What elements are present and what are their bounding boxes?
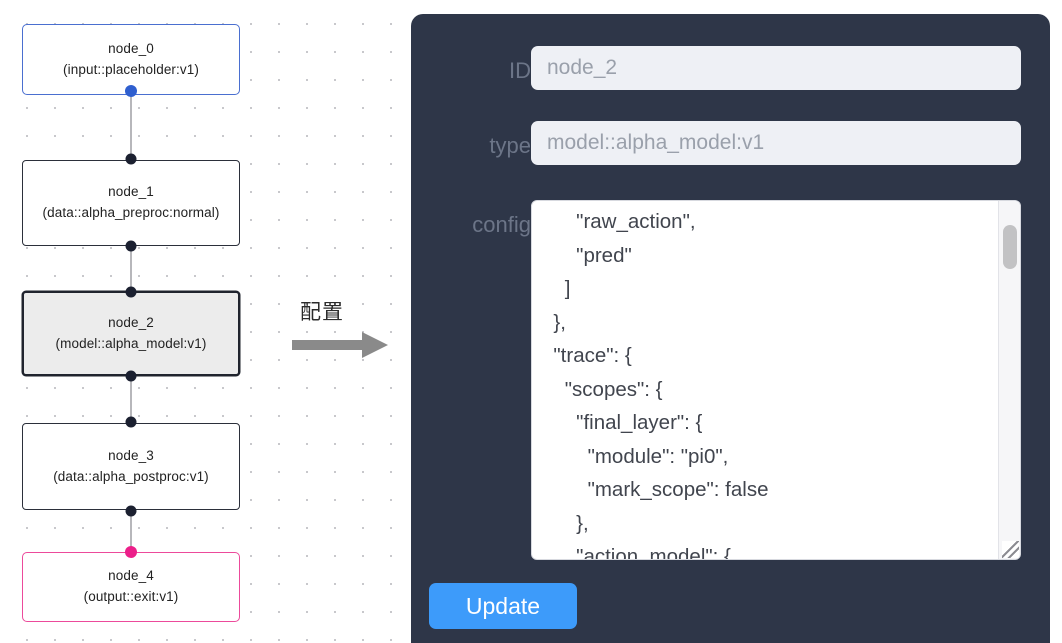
config-textarea-content[interactable]: "raw_action", "pred" ] }, "trace": { "sc… — [553, 210, 769, 559]
graph-node-label: node_4 (output::exit:v1) — [83, 568, 179, 604]
node1-source-handle[interactable] — [125, 240, 137, 252]
field-row-type: type — [429, 121, 1021, 165]
edge-node3-node4 — [130, 510, 132, 552]
graph-node-label: node_3 (data::alpha_postproc:v1) — [53, 447, 209, 484]
graph-node-node_2[interactable]: node_2 (model::alpha_model:v1) — [22, 291, 240, 376]
arrow-caption-label: 配置 — [300, 300, 344, 324]
resize-grip-icon[interactable] — [1002, 541, 1019, 558]
graph-node-node_4[interactable]: node_4 (output::exit:v1) — [22, 552, 240, 622]
edge-node1-node2 — [130, 245, 132, 295]
graph-node-label: node_1 (data::alpha_preproc:normal) — [42, 184, 220, 220]
node3-target-handle[interactable] — [125, 416, 137, 428]
id-field-label: ID — [509, 58, 531, 83]
update-button[interactable]: Update — [429, 583, 577, 629]
config-scrollbar-thumb[interactable] — [1003, 225, 1017, 269]
graph-node-label: node_2 (model::alpha_model:v1) — [55, 314, 207, 351]
edge-node0-node1 — [130, 90, 132, 160]
id-input[interactable] — [531, 46, 1021, 90]
config-arrow-annotation: 配置 — [292, 296, 402, 368]
config-scrollbar[interactable] — [998, 201, 1020, 559]
graph-node-label: node_0 (input::placeholder:v1) — [63, 40, 199, 77]
arrow-right-icon — [292, 332, 388, 358]
edge-node2-node3 — [130, 375, 132, 423]
field-row-config: config "raw_action", "pred" ] }, "trace"… — [429, 200, 1021, 560]
node1-target-handle[interactable] — [125, 153, 137, 165]
node-config-panel: ID type config "raw_action", "pred" ] },… — [411, 14, 1050, 643]
config-field-label: config — [472, 212, 531, 237]
field-row-id: ID — [429, 46, 1021, 90]
graph-node-node_1[interactable]: node_1 (data::alpha_preproc:normal) — [22, 160, 240, 246]
node4-target-handle[interactable] — [125, 546, 137, 558]
graph-node-node_3[interactable]: node_3 (data::alpha_postproc:v1) — [22, 423, 240, 510]
type-input[interactable] — [531, 121, 1021, 165]
node2-target-handle[interactable] — [125, 286, 137, 298]
config-textarea[interactable]: "raw_action", "pred" ] }, "trace": { "sc… — [531, 200, 1021, 560]
node0-source-handle[interactable] — [125, 85, 137, 97]
graph-node-node_0[interactable]: node_0 (input::placeholder:v1) — [22, 24, 240, 95]
node2-source-handle[interactable] — [125, 370, 137, 382]
node3-source-handle[interactable] — [125, 505, 137, 517]
type-field-label: type — [489, 133, 531, 158]
